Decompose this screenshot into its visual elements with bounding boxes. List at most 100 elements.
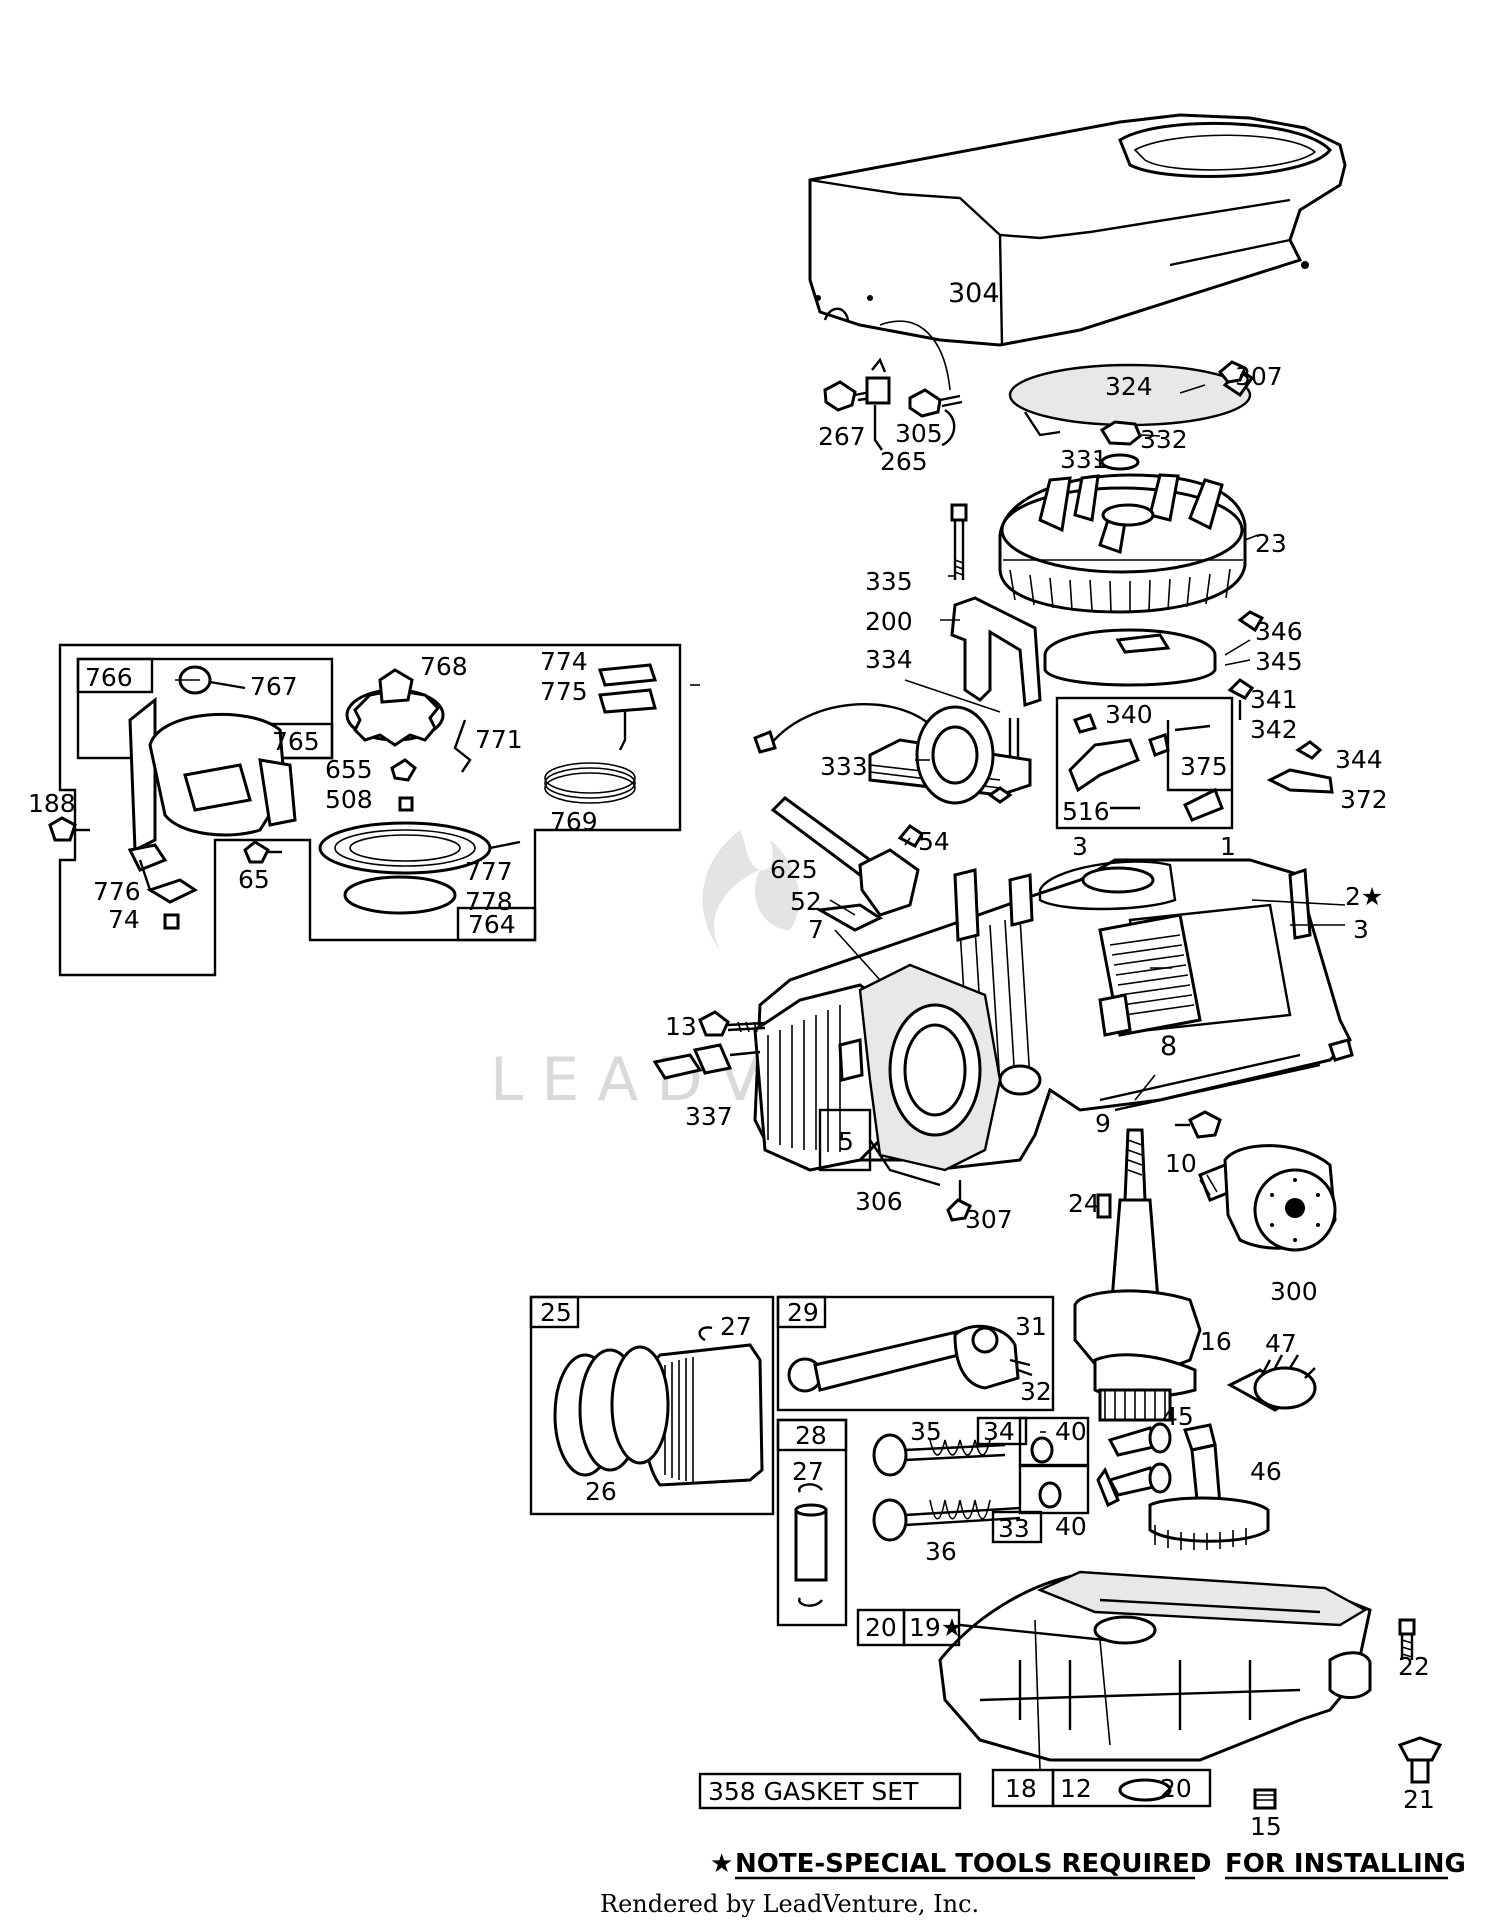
label-304: 304 (948, 278, 1000, 309)
label-33: 33 (998, 1514, 1030, 1543)
label-40b: 40 (1055, 1512, 1087, 1541)
note-star: ★ (710, 1849, 733, 1879)
breaker-points-box (1055, 696, 1234, 830)
gasket-set-label: 358 GASKET SET (708, 1777, 919, 1806)
label-54: 54 (918, 827, 950, 856)
valve-assembly (872, 1416, 1090, 1544)
label-40: 40 (1055, 1417, 1087, 1446)
starter-retainer (390, 758, 417, 812)
valve-tappets (1096, 1422, 1172, 1508)
label-15: 15 (1250, 1812, 1282, 1841)
label-324: 324 (1105, 372, 1153, 401)
label-36: 36 (925, 1537, 957, 1566)
label-65: 65 (238, 865, 270, 894)
condenser-clamp (1227, 678, 1334, 794)
breaker-cover (1043, 610, 1265, 687)
label-766: 766 (85, 663, 133, 692)
label-337: 337 (685, 1102, 733, 1131)
ignition-armature (753, 703, 1032, 805)
label-2: 2★ (1345, 882, 1383, 911)
label-372: 372 (1340, 785, 1388, 814)
label-8: 8 (1160, 1031, 1177, 1062)
label-307: 307 (1235, 362, 1283, 391)
label-267: 267 (818, 422, 866, 451)
label-20b: 20 (1160, 1774, 1192, 1803)
label-777: 777 (465, 857, 513, 886)
label-778: 778 (465, 887, 513, 916)
label-3-top: 3 (1072, 832, 1088, 861)
bolt (950, 503, 968, 580)
label-334: 334 (865, 645, 913, 674)
blower-fasteners (823, 320, 963, 451)
label-27: 27 (720, 1312, 752, 1341)
label-767: 767 (250, 672, 298, 701)
label-19: 19★ (909, 1613, 963, 1642)
label-45: 45 (1162, 1402, 1194, 1431)
label-28: 28 (795, 1421, 827, 1450)
label-20: 20 (865, 1613, 897, 1642)
label-333: 333 (820, 752, 868, 781)
blower-housing (808, 113, 1347, 347)
cylinder-head (753, 963, 1002, 1187)
label-25: 25 (540, 1298, 572, 1327)
label-508: 508 (325, 785, 373, 814)
label-22: 22 (1398, 1652, 1430, 1681)
label-774: 774 (540, 647, 588, 676)
label-3: 3 (1353, 915, 1369, 944)
label-12: 12 (1060, 1774, 1092, 1803)
label-32: 32 (1020, 1377, 1052, 1406)
gasket-set (698, 1772, 962, 1810)
flywheel (998, 473, 1247, 614)
label-16: 16 (1200, 1327, 1232, 1356)
label-265: 265 (880, 447, 928, 476)
label-46: 46 (1250, 1457, 1282, 1486)
camshaft (1148, 1423, 1270, 1550)
label-31: 31 (1015, 1312, 1047, 1341)
label-776: 776 (93, 877, 141, 906)
piston-pin-box (776, 1418, 848, 1627)
starter-handle (544, 663, 658, 804)
label-331: 331 (1060, 445, 1108, 474)
label-342: 342 (1250, 715, 1298, 744)
label-346: 346 (1255, 617, 1303, 646)
screw-307 (946, 1180, 972, 1222)
label-305: 305 (895, 419, 943, 448)
oil-seal-box (991, 1768, 1212, 1808)
label-340: 340 (1105, 700, 1153, 729)
starter-housing (127, 696, 297, 892)
label-47: 47 (1265, 1329, 1297, 1358)
starter-hardware (48, 816, 282, 930)
label-27b: 27 (792, 1457, 824, 1486)
label-332: 332 (1140, 425, 1188, 454)
sump-bolts (1118, 1618, 1443, 1810)
label-655: 655 (325, 755, 373, 784)
label-769: 769 (550, 807, 598, 836)
label-516: 516 (1062, 797, 1110, 826)
governor-assembly (1226, 1354, 1317, 1412)
oil-sump (938, 1570, 1372, 1762)
leader-lines (175, 384, 1346, 1771)
label-300: 300 (1270, 1277, 1318, 1306)
part-labels: 304 307 324 332 331 23 267 305 265 335 2… (28, 278, 1435, 1841)
rewind-spring (318, 821, 521, 915)
label-13: 13 (665, 1012, 697, 1041)
starter-clutch (1198, 1144, 1337, 1252)
label-764: 764 (468, 910, 516, 939)
crankcase-gasket (856, 1608, 1106, 1647)
label-306: 306 (855, 1187, 903, 1216)
armature-bracket (950, 596, 1042, 708)
starter-pulley (345, 668, 472, 773)
label-29: 29 (787, 1298, 819, 1327)
label-18: 18 (1005, 1774, 1037, 1803)
spark-plug (652, 1043, 761, 1080)
label-7: 7 (808, 915, 824, 944)
label-625: 625 (770, 855, 818, 884)
label-307b: 307 (965, 1205, 1013, 1234)
label-345: 345 (1255, 647, 1303, 676)
label-344: 344 (1335, 745, 1383, 774)
piston-box (529, 1295, 775, 1516)
connecting-rod-box (776, 1295, 1055, 1412)
label-768: 768 (420, 652, 468, 681)
label-26: 26 (585, 1477, 617, 1506)
